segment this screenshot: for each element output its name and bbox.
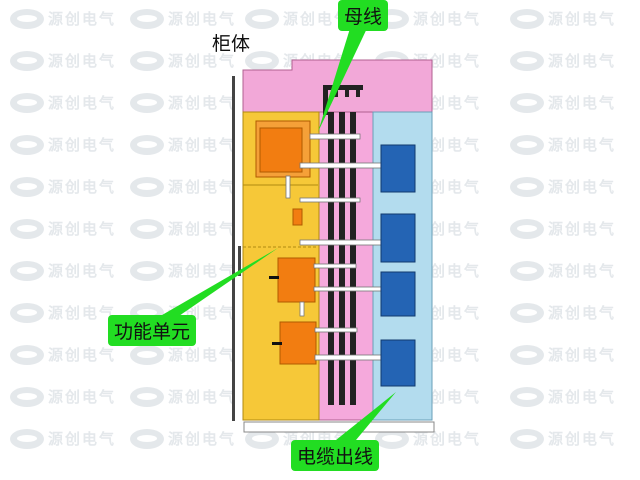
- busbar-drop: [345, 85, 349, 97]
- connector-bar: [314, 327, 358, 333]
- breaker: [279, 321, 317, 365]
- connector-bar: [314, 354, 393, 361]
- cabinet-label: 柜体: [212, 33, 251, 55]
- breaker-handle: [272, 342, 282, 345]
- busbar-tag: 母线: [338, 0, 389, 31]
- cable-terminal: [380, 339, 416, 387]
- connector-bar: [313, 286, 393, 292]
- callout-unit-pointer: [150, 248, 278, 322]
- callout-cable-pointer: [336, 392, 396, 440]
- functional-unit-tag: 功能单元: [108, 315, 197, 346]
- busbar-drop: [356, 85, 360, 97]
- connector-stub: [299, 301, 305, 317]
- busbar-drop: [323, 85, 328, 115]
- cable-outlet-tag: 电缆出线: [291, 440, 380, 471]
- connector-bar: [313, 263, 357, 269]
- callout-busbar-pointer: [318, 22, 370, 132]
- breaker: [259, 127, 303, 173]
- cable-terminal: [380, 144, 416, 193]
- connector-stub: [285, 175, 291, 199]
- cabinet-frame-left: [232, 76, 235, 421]
- breaker-handle: [269, 276, 279, 279]
- busbar-vertical: [339, 112, 345, 405]
- cabinet-frame-tick: [238, 246, 241, 276]
- small-switch: [292, 208, 303, 226]
- connector-bar: [309, 133, 361, 140]
- connector-bar: [299, 197, 361, 203]
- connector-bar: [299, 239, 393, 246]
- cable-terminal: [380, 213, 416, 263]
- busbar-top: [323, 85, 363, 90]
- breaker: [277, 257, 316, 303]
- connector-bar: [299, 162, 393, 169]
- cabinet-base: [243, 421, 435, 433]
- cable-terminal: [380, 271, 416, 317]
- busbar-vertical: [350, 112, 356, 405]
- busbar-vertical: [328, 112, 334, 405]
